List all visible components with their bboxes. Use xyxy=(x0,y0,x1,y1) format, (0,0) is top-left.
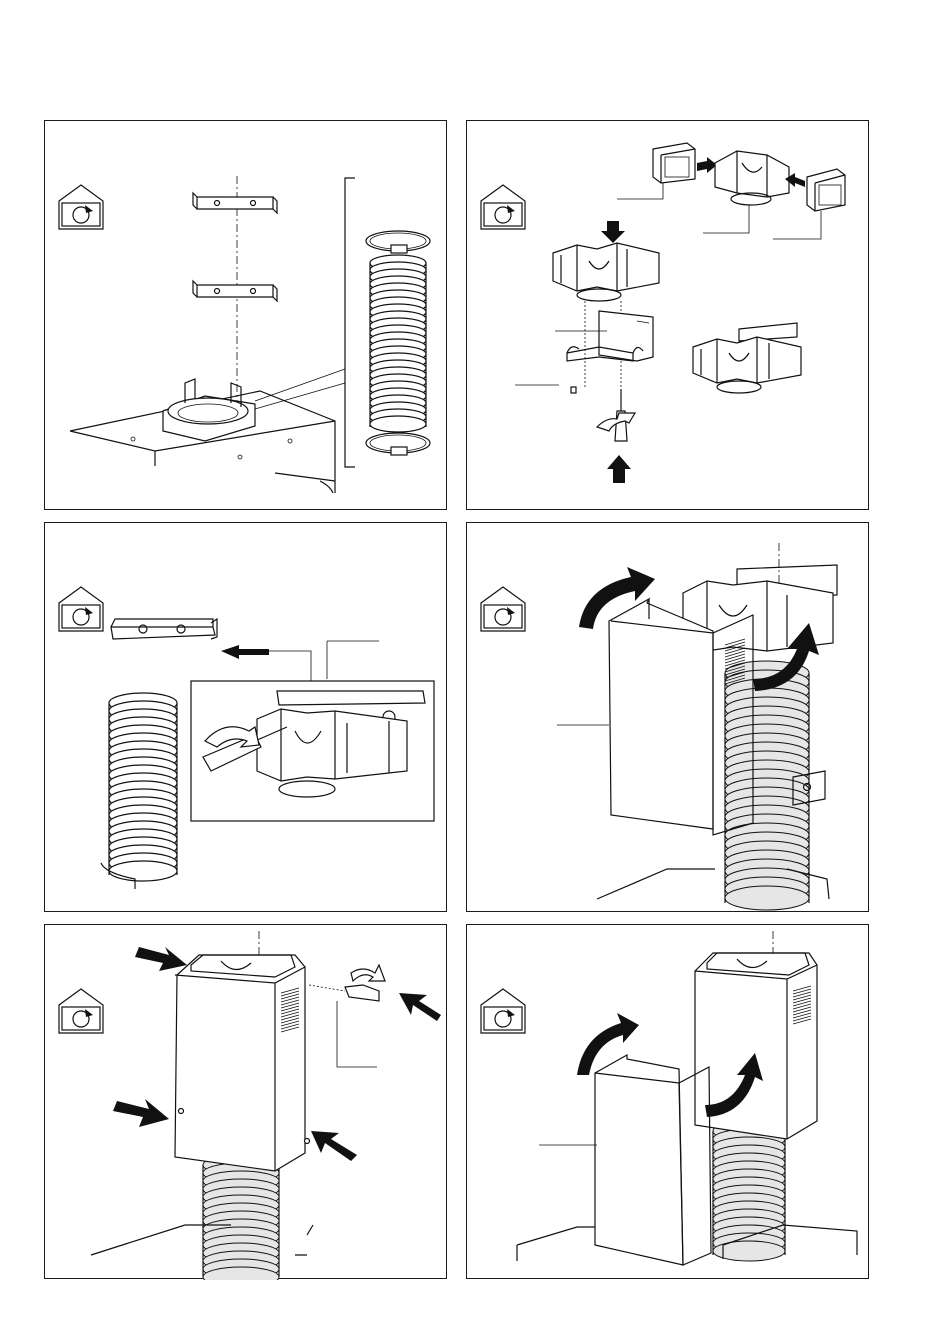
mounting-bracket xyxy=(567,311,653,361)
arrow-icon xyxy=(221,645,269,659)
chimney-assembled xyxy=(175,955,305,1171)
house-recirculation-icon xyxy=(481,989,525,1033)
flexible-duct xyxy=(725,661,809,910)
panel-5 xyxy=(44,924,447,1279)
callout-line xyxy=(269,651,311,683)
lower-bracket xyxy=(193,281,277,301)
component-brace xyxy=(345,178,355,467)
flexible-duct xyxy=(203,1155,279,1280)
central-deflector xyxy=(715,151,789,205)
left-outlet-piece xyxy=(653,143,695,183)
arrow-icon xyxy=(697,157,717,173)
flexible-duct xyxy=(109,693,177,881)
arrow-icon xyxy=(607,455,631,483)
callout-line xyxy=(337,1001,377,1067)
house-recirculation-icon xyxy=(481,185,525,229)
outlet-collar xyxy=(163,379,255,441)
panel-1 xyxy=(44,120,447,510)
callout-line xyxy=(255,369,345,409)
arrow-icon xyxy=(113,1099,169,1127)
hood-edge xyxy=(91,1225,313,1255)
callout-line xyxy=(617,183,663,199)
panel-2 xyxy=(466,120,869,510)
deflector-bracket xyxy=(111,619,217,639)
callout-line xyxy=(773,211,821,239)
flexible-duct xyxy=(713,1121,785,1261)
panel-4 xyxy=(466,522,869,912)
arrow-icon xyxy=(311,1131,357,1161)
callout-line xyxy=(703,205,749,233)
flexible-duct xyxy=(370,255,426,432)
right-outlet-piece xyxy=(807,169,845,211)
assembled-deflector xyxy=(553,243,659,301)
house-recirculation-icon xyxy=(59,989,103,1033)
hose-clamp-top xyxy=(366,231,430,253)
panel-6 xyxy=(466,924,869,1279)
arrow-icon xyxy=(601,221,625,243)
house-recirculation-icon xyxy=(59,185,103,229)
hood-edge xyxy=(517,1225,857,1261)
hose-clamp-bottom xyxy=(366,433,430,455)
arrow-icon xyxy=(399,993,441,1021)
house-recirculation-icon xyxy=(59,587,103,631)
deflector-on-bracket xyxy=(693,323,801,393)
arrow-icon xyxy=(135,947,187,971)
screwdriver-icon xyxy=(345,965,385,1001)
house-recirculation-icon xyxy=(481,587,525,631)
lower-chimney xyxy=(595,1055,711,1265)
panel-3 xyxy=(44,522,447,912)
upper-bracket xyxy=(193,193,277,213)
screw xyxy=(571,387,576,393)
